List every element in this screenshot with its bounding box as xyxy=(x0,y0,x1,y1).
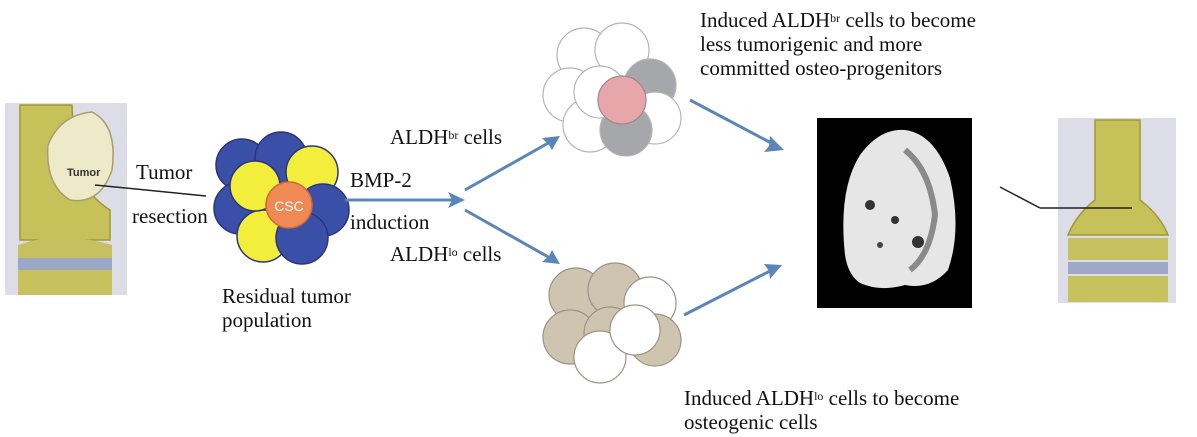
induction-label: induction xyxy=(350,210,430,234)
lower-right-arrowhead xyxy=(764,264,782,279)
aldh-br-cells-label: ALDHbr cells xyxy=(390,125,502,149)
bottom-note-sup: lo xyxy=(814,389,824,403)
top-note-sup: br xyxy=(830,11,841,25)
main-arrow-head xyxy=(448,192,465,208)
aldh-lo-suffix: cells xyxy=(457,242,502,266)
top-note-line-3: committed osteo-progenitors xyxy=(700,56,943,80)
aldh-lo-cell-cluster xyxy=(542,262,682,384)
tumor-leader-line xyxy=(94,184,207,197)
lower-right-arrow xyxy=(683,268,773,317)
aldh-lo-prefix: ALDH xyxy=(390,242,449,266)
right-healed-bone-image xyxy=(1058,118,1176,303)
aldh-br-cell-cluster xyxy=(542,22,682,157)
csc-label: CSC xyxy=(274,198,304,214)
bottom-note-text-2: cells to become xyxy=(823,386,960,410)
bmp-2-label: BMP-2 xyxy=(350,168,412,192)
right-leader-line xyxy=(999,186,1041,209)
aldh-lo-cells-label: ALDHlo cells xyxy=(390,242,501,266)
upper-branch-arrowhead xyxy=(542,136,560,150)
tumor-label: Tumor xyxy=(136,160,193,184)
residual-tumor-cluster: CSC xyxy=(213,131,350,265)
aldh-br-suffix: cells xyxy=(458,125,503,149)
aldh-br-sup: br xyxy=(448,128,459,142)
bottom-note-text-1: Induced ALDH xyxy=(684,386,815,410)
lower-branch-arrow xyxy=(464,208,551,260)
top-note-line-1: Induced ALDHbr cells to become xyxy=(700,8,976,32)
resection-label: resection xyxy=(132,204,208,228)
bone-scan-image xyxy=(817,118,972,308)
bottom-note-line-1: Induced ALDHlo cells to become xyxy=(684,386,959,410)
residual-tumor-population-label: Residual tumor population xyxy=(222,284,351,332)
upper-branch-arrow xyxy=(464,140,551,192)
bottom-note-line-2: osteogenic cells xyxy=(684,410,818,434)
top-note-line-2: less tumorigenic and more xyxy=(700,32,923,56)
aldh-br-prefix: ALDH xyxy=(390,125,449,149)
aldh-lo-sup: lo xyxy=(448,245,458,259)
lower-branch-arrowhead xyxy=(542,250,560,264)
top-note-text-2: cells to become xyxy=(840,8,976,32)
upper-right-arrow xyxy=(689,98,776,147)
upper-right-arrowhead xyxy=(764,136,784,152)
left-bone-with-tumor-image: Tumor xyxy=(5,103,127,295)
top-note-text-1: Induced ALDH xyxy=(700,8,831,32)
tumor-on-bone-label: Tumor xyxy=(67,167,101,179)
